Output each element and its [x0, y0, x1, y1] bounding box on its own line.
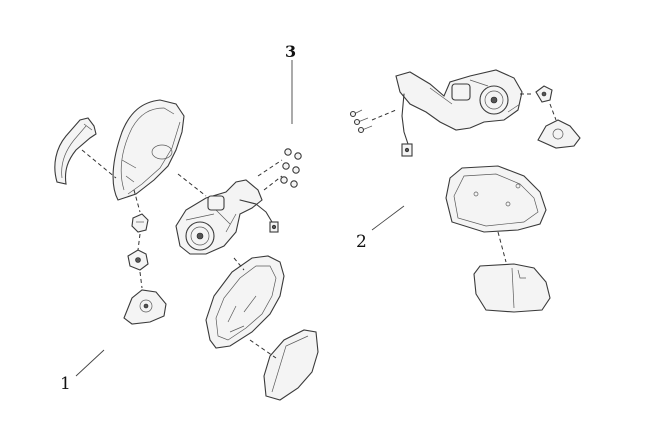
clip-upper-left: [131, 213, 149, 233]
mirror-housing-right: [445, 165, 547, 233]
svg-text:3: 3: [285, 42, 296, 61]
trim-strip-left: [54, 117, 97, 185]
svg-text:2: 2: [356, 232, 367, 252]
clip-lower-left: [127, 249, 149, 271]
mount-base-right: [537, 119, 581, 149]
svg-text:1: 1: [60, 374, 71, 394]
mirror-cover-left: [112, 99, 185, 201]
mirror-actuator-right: [395, 69, 523, 157]
bolt-set-right: [349, 109, 373, 134]
mirror-actuator-left: [175, 179, 279, 255]
clip-right: [535, 85, 553, 103]
assembly-lines-right: [371, 93, 557, 263]
assembly-lines-left: [81, 149, 283, 359]
mirror-glass-left: [263, 329, 319, 401]
nut-set-left: [280, 148, 302, 188]
mount-base-left: [123, 289, 167, 325]
callout-2: 2: [356, 205, 405, 252]
callout-3: 3: [285, 42, 296, 124]
mirror-housing-left: [205, 255, 285, 349]
callout-1: 1: [60, 349, 105, 394]
mirror-glass-right: [473, 263, 551, 313]
